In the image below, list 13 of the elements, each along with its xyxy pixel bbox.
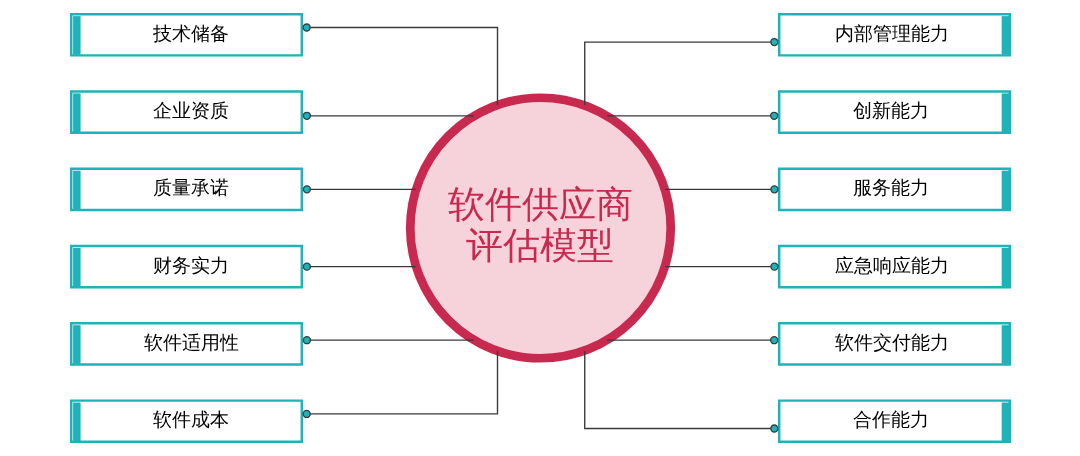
connector — [605, 111, 778, 120]
connector — [583, 350, 778, 433]
connector — [302, 336, 474, 345]
connector — [583, 37, 778, 106]
connector — [302, 111, 474, 120]
connector — [302, 350, 498, 419]
connector — [302, 185, 416, 194]
connector — [664, 262, 779, 271]
connector — [302, 23, 498, 106]
connector — [302, 262, 416, 271]
node-circle: 软件供应商评估模型 — [405, 93, 675, 363]
connector — [605, 336, 778, 345]
connector — [664, 185, 779, 194]
